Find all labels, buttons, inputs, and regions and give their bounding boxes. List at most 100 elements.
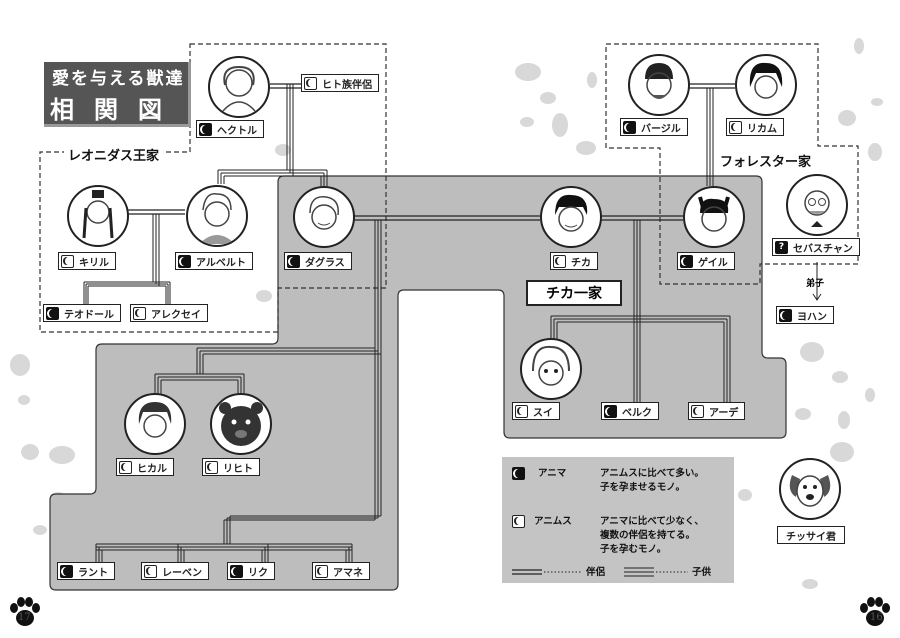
anima-icon bbox=[46, 306, 59, 320]
animus-icon bbox=[133, 306, 146, 320]
legend-child: 子供 bbox=[692, 567, 712, 578]
name-albert: アルベルト bbox=[196, 257, 246, 269]
portrait-sui bbox=[520, 338, 582, 400]
tag-kiril: キリル bbox=[58, 252, 116, 270]
tag-rikamu: リカム bbox=[726, 118, 784, 136]
name-sui: スイ bbox=[533, 407, 553, 419]
chart-title: 愛を与える獣達 相関図 bbox=[44, 62, 191, 127]
tag-hito-partner: ヒト族伴侶 bbox=[301, 74, 379, 92]
portrait-albert bbox=[186, 185, 248, 247]
legend-anima-term: アニマ bbox=[538, 468, 567, 479]
tag-ranto: ラント bbox=[57, 562, 115, 580]
name-douglas: ダグラス bbox=[305, 257, 345, 269]
portrait-hikaru bbox=[124, 393, 186, 455]
name-hector: ヘクトル bbox=[217, 125, 257, 137]
anima-icon bbox=[604, 404, 617, 418]
portrait-chissai bbox=[779, 458, 841, 520]
name-rikamu: リカム bbox=[747, 123, 777, 135]
portrait-douglas bbox=[293, 186, 355, 248]
petal-decoration bbox=[10, 38, 883, 589]
legend-animus-term: アニムス bbox=[534, 516, 572, 527]
name-theodore: テオドール bbox=[64, 309, 114, 321]
name-hito-partner: ヒト族伴侶 bbox=[322, 79, 372, 91]
anima-icon bbox=[287, 254, 300, 268]
tag-douglas: ダグラス bbox=[284, 252, 352, 270]
anima-icon bbox=[512, 467, 525, 480]
animus-icon bbox=[315, 564, 328, 578]
legend-animus-desc-3: 子を孕むモノ。 bbox=[600, 544, 667, 555]
family-label-leonidas: レオニダス王家 bbox=[64, 145, 164, 164]
animus-icon bbox=[119, 460, 132, 474]
anima-icon bbox=[779, 308, 792, 322]
legend-anima-desc-2: 子を孕ませるモノ。 bbox=[600, 482, 686, 493]
tag-hikaru: ヒカル bbox=[116, 458, 174, 476]
name-alexei: アレクセイ bbox=[151, 309, 201, 321]
portrait-gail bbox=[683, 186, 745, 248]
apprentice-label: 弟子 bbox=[806, 279, 825, 289]
name-ade: アーデ bbox=[709, 407, 739, 419]
child-lines bbox=[83, 84, 822, 562]
tag-reben: レーベン bbox=[141, 562, 209, 580]
title-line-2: 相関図 bbox=[50, 95, 182, 124]
anima-icon bbox=[178, 254, 191, 268]
paw-icon bbox=[860, 597, 890, 626]
portrait-hector bbox=[208, 56, 270, 118]
name-yohan: ヨハン bbox=[797, 311, 827, 323]
page-number-left: 17 bbox=[18, 612, 31, 623]
animus-icon bbox=[515, 404, 528, 418]
legend-partner: 伴侶 bbox=[586, 567, 606, 578]
legend-line-samples bbox=[512, 567, 688, 577]
portrait-rihito bbox=[210, 393, 272, 455]
face-icon bbox=[222, 65, 256, 112]
name-reben: レーベン bbox=[162, 567, 202, 579]
legend-animus-desc-2: 複数の伴侶を持てる。 bbox=[600, 530, 696, 541]
portrait-kiril bbox=[67, 185, 129, 247]
tag-berg: ベルク bbox=[601, 402, 659, 420]
tag-albert: アルベルト bbox=[175, 252, 253, 270]
animus-icon bbox=[729, 120, 742, 134]
animus-icon bbox=[61, 254, 74, 268]
family-label-chika: チカ一家 bbox=[526, 280, 622, 306]
paw-icon bbox=[10, 597, 40, 626]
forester-border bbox=[605, 43, 859, 285]
name-riku: リク bbox=[248, 567, 268, 579]
name-sebastian: セバスチャン bbox=[793, 243, 853, 255]
anima-icon bbox=[680, 254, 693, 268]
tag-theodore: テオドール bbox=[43, 304, 121, 322]
leonidas-border bbox=[39, 43, 387, 333]
portrait-rikamu bbox=[735, 54, 797, 116]
tag-basil: バージル bbox=[620, 118, 688, 136]
tag-sui: スイ bbox=[512, 402, 560, 420]
tag-ade: アーデ bbox=[688, 402, 746, 420]
title-line-1: 愛を与える獣達 bbox=[52, 69, 185, 89]
anima-icon bbox=[623, 120, 636, 134]
tag-hector: ヘクトル bbox=[196, 120, 264, 138]
animus-icon bbox=[553, 254, 566, 268]
name-hikaru: ヒカル bbox=[137, 463, 167, 475]
anima-icon bbox=[199, 122, 212, 136]
legend-anima-desc-1: アニムスに比べて多い。 bbox=[600, 468, 704, 479]
anima-icon bbox=[230, 564, 243, 578]
portrait-chika bbox=[540, 186, 602, 248]
anima-icon bbox=[60, 564, 73, 578]
name-rihito: リヒト bbox=[223, 463, 253, 475]
page-number-right: 16 bbox=[870, 612, 883, 623]
tag-riku: リク bbox=[227, 562, 275, 580]
tag-gail: ゲイル bbox=[677, 252, 735, 270]
animus-icon bbox=[691, 404, 704, 418]
main-panel bbox=[49, 175, 787, 591]
name-chissai: チッサイ君 bbox=[786, 531, 836, 543]
animus-icon bbox=[205, 460, 218, 474]
tag-yohan: ヨハン bbox=[776, 306, 834, 324]
tag-amane: アマネ bbox=[312, 562, 370, 580]
family-label-forester: フォレスター家 bbox=[716, 151, 816, 170]
name-chika: チカ bbox=[571, 257, 591, 269]
tag-alexei: アレクセイ bbox=[130, 304, 208, 322]
animus-icon bbox=[304, 76, 317, 90]
portrait-basil bbox=[628, 54, 690, 116]
tag-sebastian: ?セバスチャン bbox=[772, 238, 860, 256]
animus-icon bbox=[144, 564, 157, 578]
name-amane: アマネ bbox=[333, 567, 363, 579]
portrait-sebastian bbox=[786, 174, 848, 236]
name-berg: ベルク bbox=[622, 407, 652, 419]
